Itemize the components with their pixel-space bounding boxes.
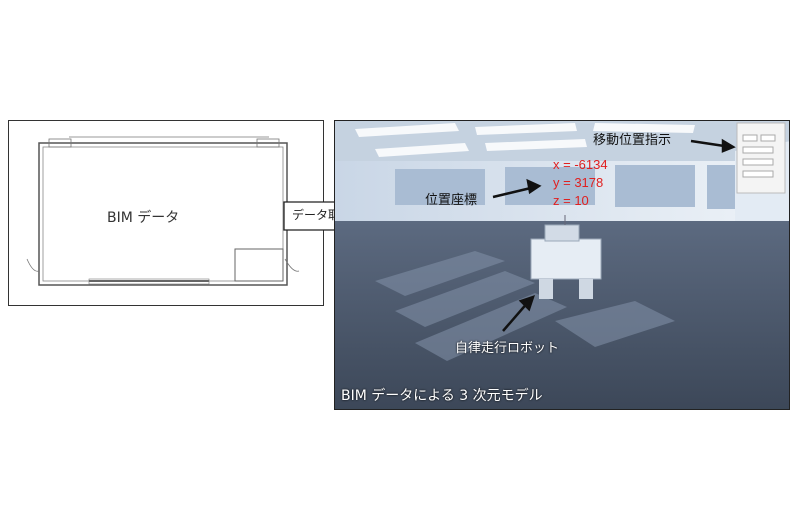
coord-y: y = 3178 [553,175,604,190]
3d-scene [335,121,789,409]
robot-label: 自律走行ロボット [455,341,560,356]
bim-data-label: BIM データ [107,210,180,226]
scene-caption: BIM データによる 3 次元モデル [341,388,543,404]
coord-x: x = -6134 [553,157,608,172]
move-instruction-label: 移動位置指示 [593,133,672,148]
position-coordinate-label: 位置座標 [425,193,478,208]
3d-model-panel: 移動位置指示 位置座標 x = -6134 y = 3178 z = 10 自律… [334,120,790,410]
coord-z: z = 10 [553,193,589,208]
robot-model [530,215,602,299]
bim-floorplan-panel: BIM データ [8,120,324,306]
